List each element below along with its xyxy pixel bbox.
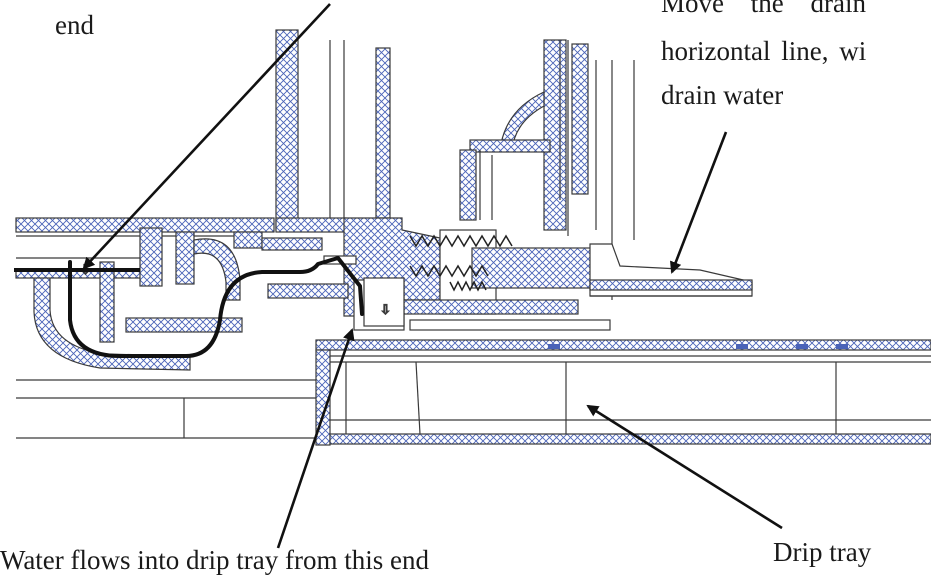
label-move-drain-line2: horizontal line, wi [661, 36, 867, 66]
valve-cavity: ⇩ ⇩ [79, 261, 405, 327]
left-trap [15, 227, 330, 439]
top-housing [459, 91, 551, 221]
water-flow-line [68, 256, 364, 358]
label-move-drain-line3: drain water [661, 80, 784, 110]
spring-housing [267, 217, 611, 331]
vertical-walls [275, 29, 635, 300]
upper-plate [15, 217, 347, 259]
label-move-drain-line1: Move the drain [661, 0, 866, 18]
springs [409, 234, 513, 292]
svg-text:⇩: ⇩ [380, 302, 391, 317]
label-drip-tray: Drip tray [773, 537, 872, 567]
drain-pipe [589, 243, 753, 297]
annotation-arrows [82, 3, 783, 549]
label-water-flows: Water flows into drip tray from this end [0, 545, 429, 575]
label-end: end [55, 10, 94, 40]
